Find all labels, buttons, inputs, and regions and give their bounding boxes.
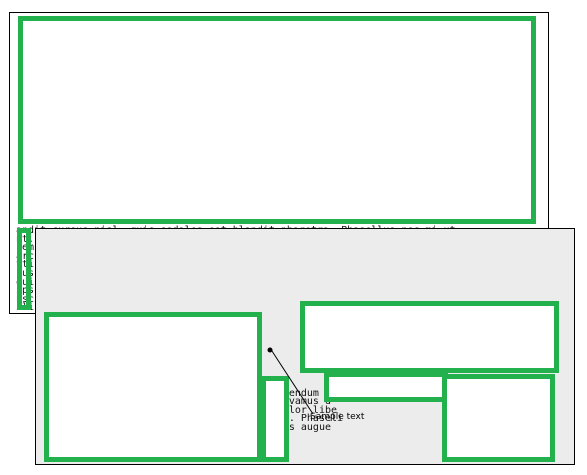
frame-bottom-left-narrow[interactable] xyxy=(261,376,289,462)
frame-right-bottom[interactable] xyxy=(442,374,555,462)
frame-center-small[interactable] xyxy=(324,372,448,402)
frame-top-large[interactable] xyxy=(18,16,536,224)
frame-left-narrow[interactable] xyxy=(17,228,31,310)
sample-text-label: Sample text xyxy=(310,412,365,422)
frame-bottom-left-large[interactable] xyxy=(44,312,262,462)
frame-right-top[interactable] xyxy=(300,301,559,373)
